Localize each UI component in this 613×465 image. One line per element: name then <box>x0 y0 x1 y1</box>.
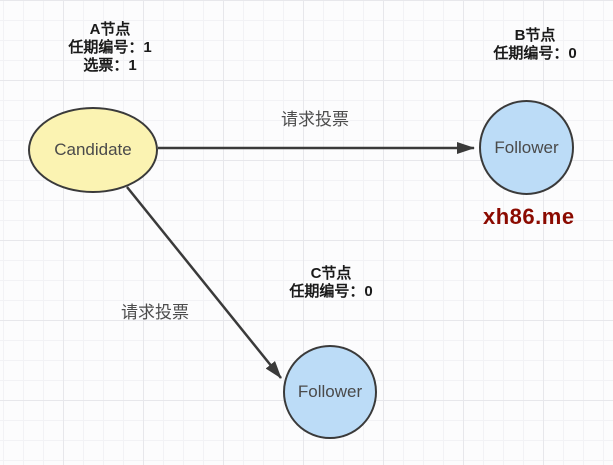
node-c-term: 任期编号：0 <box>289 283 373 300</box>
edge-candidate-to-follower-c <box>126 186 282 379</box>
edge-label-request-vote-b: 请求投票 <box>281 110 349 129</box>
node-b-annotation: B节点 任期编号：0 <box>460 27 610 63</box>
node-b-term: 任期编号：0 <box>493 45 577 62</box>
follower-c-node: Follower <box>283 345 377 439</box>
node-a-title: A节点 <box>89 21 131 38</box>
node-c-annotation: C节点 任期编号：0 <box>256 265 406 301</box>
follower-b-node-label: Follower <box>494 137 559 157</box>
candidate-node-label: Candidate <box>54 140 132 159</box>
node-c-title: C节点 <box>310 265 352 282</box>
edge-label-request-vote-c: 请求投票 <box>121 303 189 322</box>
node-b-title: B节点 <box>514 27 556 44</box>
node-a-votes: 选票：1 <box>83 57 137 74</box>
candidate-node: Candidate <box>28 107 158 193</box>
node-a-term: 任期编号：1 <box>68 39 152 56</box>
watermark-text: xh86.me <box>483 204 575 229</box>
follower-c-node-label: Follower <box>297 382 363 401</box>
node-a-annotation: A节点 任期编号：1 选票：1 <box>35 21 185 75</box>
follower-b-node: Follower <box>479 100 574 195</box>
